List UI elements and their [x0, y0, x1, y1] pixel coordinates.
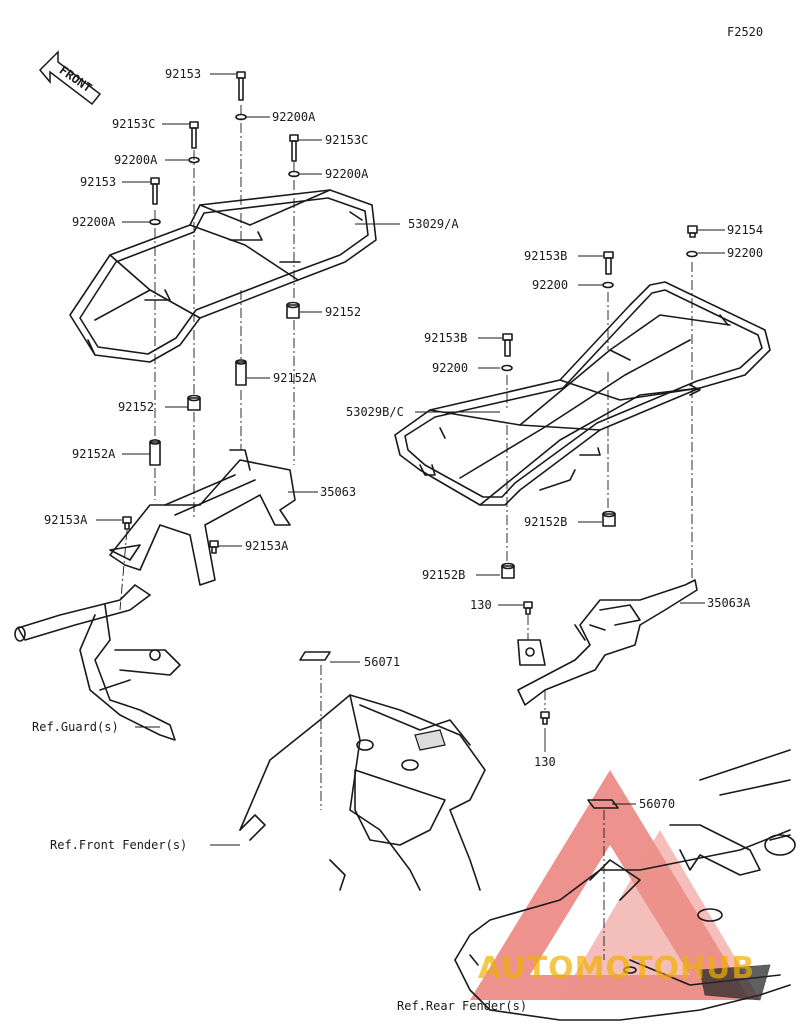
label-front-stay: 35063	[320, 485, 356, 499]
label-front-bolt-mid: 92153	[80, 175, 116, 189]
rear-centerlines	[506, 262, 693, 960]
bolt-92153-top	[236, 71, 246, 79]
label-rear-washer-1: 92200	[532, 278, 568, 292]
watermark-logo	[470, 770, 760, 1000]
label-front-washer-top: 92200A	[272, 110, 316, 124]
label-56070-text: 56070	[639, 797, 675, 811]
front-leaders	[96, 73, 400, 846]
label-front-collar-a-center: 92152A	[273, 371, 317, 385]
label-rear-bolt-top: 92154	[727, 223, 763, 237]
label-56070	[587, 799, 619, 809]
label-front-bolt-c-left: 92153C	[112, 117, 155, 131]
front-guard-ref	[14, 584, 181, 741]
front-carrier-stay-35063	[109, 449, 296, 586]
label-56071-text: 56071	[364, 655, 400, 669]
rear-fender-ref	[454, 749, 796, 1021]
label-front-collar-right: 92152	[325, 305, 361, 319]
label-front-collar-a-left: 92152A	[72, 447, 116, 461]
label-ref-rear-fender: Ref.Rear Fender(s)	[397, 999, 527, 1013]
rear-fasteners	[501, 225, 698, 725]
label-rear-washer-2: 92200	[432, 361, 468, 375]
label-front-washer-right: 92200A	[325, 167, 369, 181]
label-front-washer-left: 92200A	[114, 153, 158, 167]
label-front-carrier: 53029/A	[408, 217, 459, 231]
label-ref-guard: Ref.Guard(s)	[32, 720, 119, 734]
front-direction-arrow: FRONT	[38, 50, 102, 106]
label-front-bolt-a-left: 92153A	[44, 513, 88, 527]
figure-code: F2520	[727, 25, 763, 39]
label-front-washer-mid: 92200A	[72, 215, 116, 229]
front-centerlines	[119, 105, 322, 810]
front-fender-ref	[239, 694, 486, 891]
watermark-text: AUTOMOTOHUB	[478, 951, 755, 986]
label-front-bolt-a-right: 92153A	[245, 539, 289, 553]
label-rear-collar-b-2: 92152B	[422, 568, 465, 582]
label-rear-bolt-130-top: 130	[470, 598, 492, 612]
label-rear-bolt-130-bottom: 130	[534, 755, 556, 769]
label-front-bolt-top: 92153	[165, 67, 201, 81]
label-rear-bolt-b-1: 92153B	[524, 249, 567, 263]
label-front-collar-left: 92152	[118, 400, 154, 414]
label-rear-stay: 35063A	[707, 596, 751, 610]
label-56071	[299, 651, 331, 661]
label-rear-carrier: 53029B/C	[346, 405, 404, 419]
rear-leaders	[415, 229, 725, 805]
label-front-bolt-c-right: 92153C	[325, 133, 368, 147]
rear-carrier-stay-35063a	[517, 579, 698, 706]
label-rear-bolt-b-2: 92153B	[424, 331, 467, 345]
label-rear-washer-top: 92200	[727, 246, 763, 260]
label-rear-collar-b-1: 92152B	[524, 515, 567, 529]
front-fasteners	[122, 71, 300, 554]
label-ref-front-fender: Ref.Front Fender(s)	[50, 838, 187, 852]
rear-carrier-53029bc	[394, 281, 771, 506]
front-carrier-53029a	[69, 189, 377, 363]
